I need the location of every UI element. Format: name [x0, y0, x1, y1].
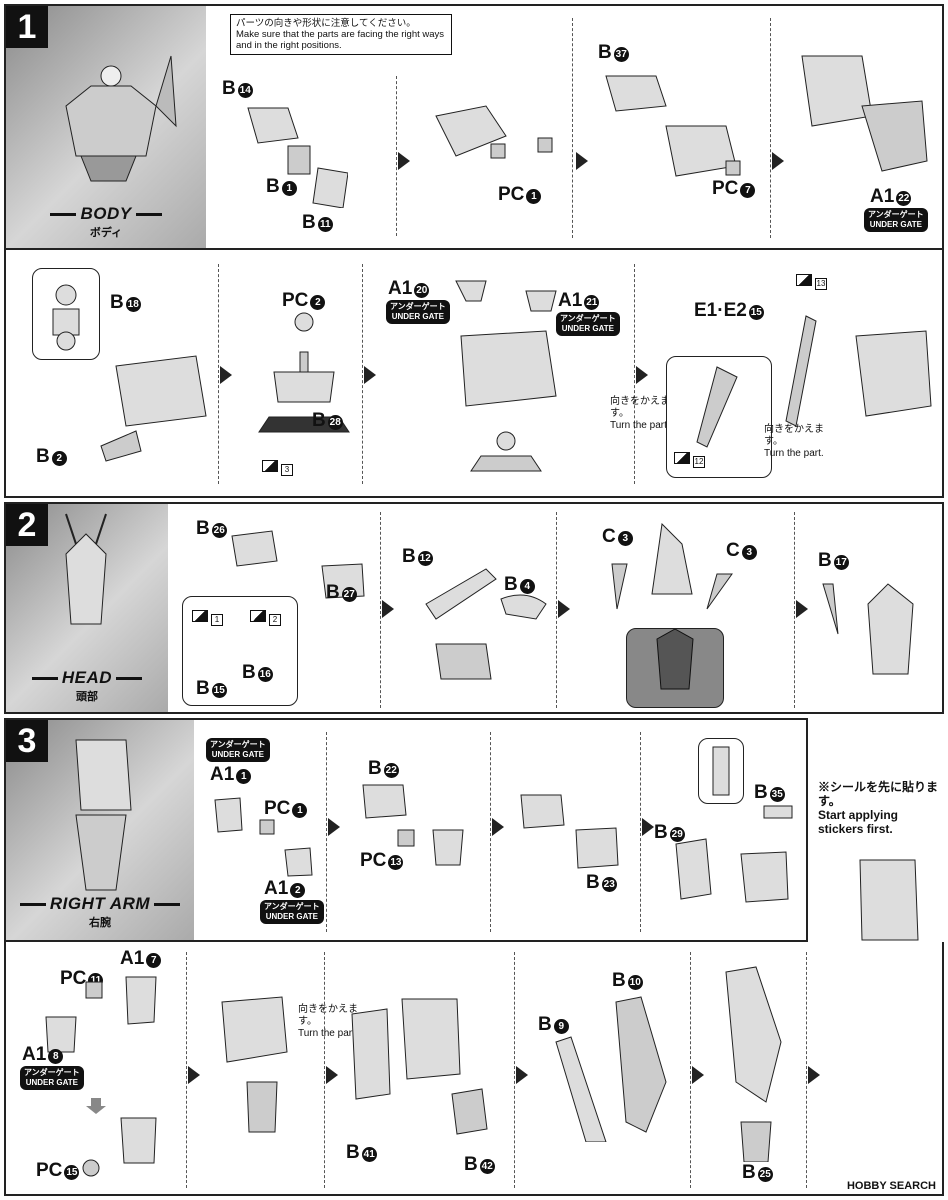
part-group-step3d: [666, 804, 806, 914]
label-b16: B16: [242, 662, 273, 684]
inset-sticker-preview: [698, 738, 744, 804]
section-number: 1: [6, 6, 48, 48]
part-group-step3h: [342, 994, 502, 1144]
part-group-step3g: [212, 992, 312, 1152]
sticker-2: 2: [250, 610, 281, 626]
section-1-panel: 1 BODY ボディ パーツの向きや形状に注意してください。 Make sure…: [4, 4, 944, 498]
inset-head-preview: [626, 628, 724, 708]
flow-arrow: [576, 152, 588, 170]
section-title: RIGHT ARM: [6, 894, 194, 914]
sticker-1: 1: [192, 610, 223, 626]
flow-arrow: [516, 1066, 528, 1084]
label-pc13: PC13: [360, 850, 403, 872]
part-group-step3f: [76, 1098, 186, 1188]
section-number: 3: [6, 720, 48, 762]
flow-arrow: [328, 818, 340, 836]
part-group-step2c: [602, 514, 742, 614]
turn-part-note: 向きをかえます。Turn the part.: [764, 424, 824, 460]
flow-arrow: [398, 152, 410, 170]
part-group-step3a: [210, 790, 320, 890]
flow-arrow: [492, 818, 504, 836]
sticker-12: 12: [674, 452, 705, 468]
flow-arrow: [364, 366, 376, 384]
section-number: 2: [6, 504, 48, 546]
sticker-13: 13: [796, 274, 827, 290]
inset-ball-joint: [32, 268, 100, 360]
flow-arrow: [558, 600, 570, 618]
sticker-3: 3: [262, 460, 293, 476]
flow-arrow: [382, 600, 394, 618]
caution-box: パーツの向きや形状に注意してください。 Make sure that the p…: [230, 14, 452, 55]
part-group-step3c: [516, 790, 626, 880]
section-1-hero-image: 1 BODY ボディ: [6, 6, 206, 248]
section-subtitle: ボディ: [6, 224, 206, 240]
watermark: HOBBY SEARCH: [847, 1180, 936, 1192]
section-3-hero-image: 3 RIGHT ARM 右腕: [6, 720, 194, 940]
part-group-step3j: [716, 962, 796, 1162]
section-title: HEAD: [6, 668, 168, 688]
caution-jp: パーツの向きや形状に注意してください。: [236, 18, 446, 29]
flow-arrow: [188, 1066, 200, 1084]
under-gate-tag: アンダーゲートUNDER GATE: [260, 900, 324, 924]
section-subtitle: 右腕: [6, 914, 194, 930]
part-group-step2d: [818, 574, 938, 694]
flow-arrow: [808, 1066, 820, 1084]
flow-arrow: [796, 600, 808, 618]
part-group-step3i: [546, 992, 686, 1142]
label-a1-7: A17: [120, 948, 161, 970]
part-group-step1d: [792, 46, 932, 186]
caution-en: Make sure that the parts are facing the …: [236, 29, 446, 51]
flow-arrow: [772, 152, 784, 170]
under-gate-tag: アンダーゲートUNDER GATE: [386, 300, 450, 324]
part-group-step2b: [416, 564, 556, 684]
flow-arrow: [642, 818, 654, 836]
section-subtitle: 頭部: [6, 688, 168, 704]
part-group-step1c: [596, 66, 756, 186]
flow-arrow: [220, 366, 232, 384]
part-group-step1b: [426, 96, 556, 186]
section-title: BODY: [6, 204, 206, 224]
part-group-step1e: [96, 326, 226, 466]
section-2-hero-image: 2 HEAD 頭部: [6, 504, 168, 712]
flow-arrow: [636, 366, 648, 384]
part-group-step1g: [446, 276, 566, 486]
flow-arrow: [326, 1066, 338, 1084]
flow-arrow: [692, 1066, 704, 1084]
sticker-first-note: ※シールを先に貼ります。Start applying stickers firs…: [818, 780, 942, 836]
label-b17: B17: [818, 550, 849, 572]
turn-part-note: 向きをかえます。Turn the part.: [610, 396, 670, 432]
